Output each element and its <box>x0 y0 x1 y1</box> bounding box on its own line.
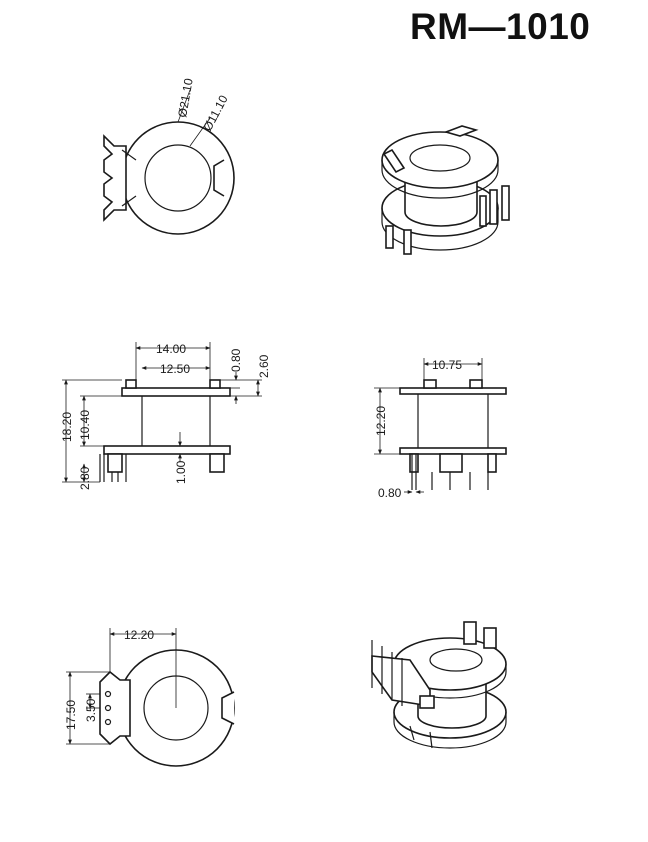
side-view: 10.75 12.20 0.80 <box>374 358 507 500</box>
part-number-title: RM—1010 <box>410 6 591 47</box>
bottom-pitch-label: 3.50 <box>84 698 98 722</box>
front-pin-length-label: 2.80 <box>78 466 92 490</box>
front-width-label: 14.00 <box>156 342 186 356</box>
iso-view-bottom <box>371 621 507 749</box>
side-pin-dia-label: 0.80 <box>378 486 402 500</box>
front-top-gap-label: 2.60 <box>257 354 271 378</box>
front-winding-height-label: 10.40 <box>78 410 92 440</box>
front-flange-thk-label: 0.80 <box>229 348 243 372</box>
top-inner-dia-label: Ø11.10 <box>200 93 231 134</box>
bottom-offset-label: 12.20 <box>124 628 154 642</box>
side-height-label: 12.20 <box>374 406 388 436</box>
front-height-label: 18.20 <box>60 412 74 442</box>
bottom-span-label: 17.50 <box>64 700 78 730</box>
front-inner-width-label: 12.50 <box>160 362 190 376</box>
top-view: Ø21.10 Ø11.10 <box>103 77 235 235</box>
bottom-view: 12.20 17.50 3.50 <box>64 628 235 767</box>
iso-view-top <box>381 125 510 255</box>
front-view: 14.00 12.50 0.80 2.60 18.20 10.40 2.80 1… <box>60 342 271 490</box>
top-outer-dia-label: Ø21.10 <box>175 77 196 119</box>
front-base-thk-label: 1.00 <box>174 460 188 484</box>
side-width-label: 10.75 <box>432 358 462 372</box>
